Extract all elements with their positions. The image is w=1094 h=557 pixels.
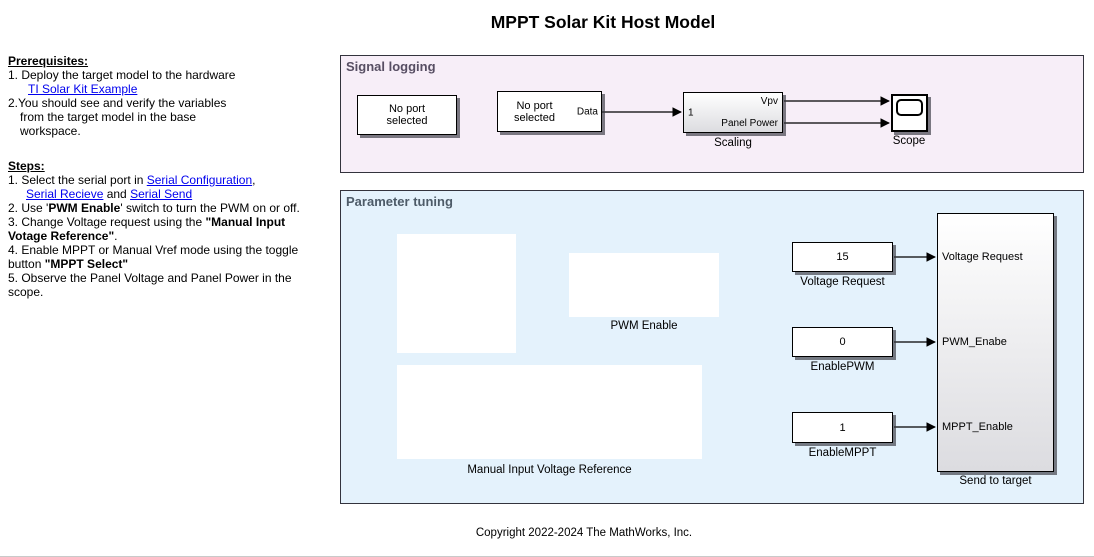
serial-send-link[interactable]: Serial Send — [130, 187, 193, 201]
step-line: button "MPPT Select" — [8, 257, 129, 271]
step-line: scope. — [8, 285, 44, 299]
enable-pwm-constant-block[interactable]: 0 — [792, 327, 893, 357]
scaling-block[interactable]: 1 Vpv Panel Power — [683, 92, 783, 133]
output-port-label: Data — [576, 106, 598, 117]
prereq-line: from the target model in the base — [20, 110, 197, 124]
output-port-label: Panel Power — [721, 118, 778, 129]
signal-logging-area-title: Signal logging — [346, 59, 436, 74]
steps-heading: Steps: — [8, 159, 45, 173]
model-title: MPPT Solar Kit Host Model — [490, 12, 716, 32]
scope-icon — [896, 99, 923, 116]
enable-pwm-constant-label: EnablePWM — [810, 361, 875, 373]
voltage-request-constant-block[interactable]: 15 — [792, 242, 893, 272]
step-line: Votage Reference". — [8, 229, 118, 243]
manual-voltage-reference-panel[interactable] — [397, 365, 702, 459]
send-to-target-block[interactable]: Voltage Request PWM_Enabe MPPT_Enable — [937, 213, 1054, 472]
step-line: 5. Observe the Panel Voltage and Panel P… — [8, 271, 292, 285]
enable-mppt-constant-block[interactable]: 1 — [792, 412, 893, 443]
serial-recieve-link[interactable]: Serial Recieve — [26, 187, 104, 201]
serial-receive-block[interactable]: No port selected Data — [497, 91, 602, 132]
input-port-label: 1 — [688, 107, 694, 118]
copyright-annotation: Copyright 2022-2024 The MathWorks, Inc. — [475, 527, 693, 539]
manual-voltage-reference-label: Manual Input Voltage Reference — [467, 464, 632, 476]
step-line: Serial Recieve and Serial Send — [26, 187, 193, 201]
step-line: 3. Change Voltage request using the "Man… — [8, 215, 286, 229]
input-port-label: MPPT_Enable — [942, 421, 1013, 433]
step-line: 4. Enable MPPT or Manual Vref mode using… — [8, 243, 299, 257]
voltage-request-constant-label: Voltage Request — [800, 276, 885, 288]
parameter-tuning-area-title: Parameter tuning — [346, 194, 453, 209]
prereq-line: 1. Deploy the target model to the hardwa… — [8, 68, 236, 82]
spacer — [8, 138, 342, 159]
prerequisites-heading: Prerequisites: — [8, 54, 89, 68]
serial-configuration-link[interactable]: Serial Configuration — [146, 173, 253, 187]
serial-configuration-block[interactable]: No port selected — [357, 95, 457, 135]
prereq-line: workspace. — [20, 124, 81, 138]
output-port-label: Vpv — [760, 96, 778, 107]
pwm-enable-panel[interactable] — [569, 253, 719, 317]
prereq-line: 2.You should see and verify the variable… — [8, 96, 227, 110]
pwm-enable-label: PWM Enable — [610, 320, 678, 332]
scaling-block-label: Scaling — [714, 137, 752, 149]
input-port-label: PWM_Enabe — [942, 336, 1007, 348]
scope-block-label: Scope — [892, 135, 926, 147]
step-line: 2. Use 'PWM Enable' switch to turn the P… — [8, 201, 300, 215]
mppt-select-panel[interactable] — [397, 234, 516, 353]
scope-block[interactable] — [891, 94, 928, 132]
send-to-target-label: Send to target — [959, 475, 1032, 487]
input-port-label: Voltage Request — [942, 251, 1023, 263]
ti-solar-kit-example-link[interactable]: TI Solar Kit Example — [28, 82, 138, 96]
instructions-annotation: Prerequisites: 1. Deploy the target mode… — [8, 54, 342, 299]
step-line: 1. Select the serial port in Serial Conf… — [8, 173, 256, 187]
enable-mppt-constant-label: EnableMPPT — [808, 447, 877, 459]
